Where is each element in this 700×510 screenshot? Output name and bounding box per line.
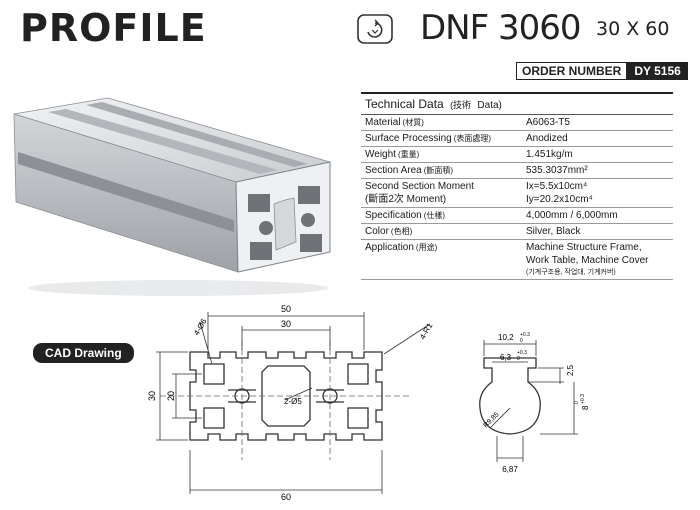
row-value: Machine Structure Frame, xyxy=(526,242,642,253)
row-key: Section Area xyxy=(365,165,422,176)
row-key-native: (仕樣) xyxy=(423,211,446,220)
table-row: Color(色相) Silver, Black xyxy=(361,224,673,240)
table-row: Surface Processing(表面處理) Anodized xyxy=(361,131,673,147)
technical-data-title-ko: (技術 xyxy=(450,100,472,110)
row-value: Ix=5.5x10cm⁴ xyxy=(526,181,588,192)
row-key: Color xyxy=(365,226,389,237)
dim-20: 20 xyxy=(166,391,176,401)
technical-data-title: Technical Data xyxy=(365,97,444,111)
row-value-2: Iy=20.2x10cm⁴ xyxy=(526,194,593,205)
row-value-note: (기계구조용, 작업대, 기계커버) xyxy=(526,269,616,276)
slot-depth-tol2: 0 xyxy=(574,401,580,404)
center-hole-callout: 2-Ø5 xyxy=(284,397,302,406)
order-number-label: ORDER NUMBER xyxy=(516,62,628,80)
slot-depth-tol: +0.3 xyxy=(580,394,586,404)
row-key-native: (表面處理) xyxy=(453,134,492,143)
profile-3d-illustration xyxy=(13,97,331,296)
table-row: Specification(仕樣) 4,000mm / 6,000mm xyxy=(361,208,673,224)
dim-50: 50 xyxy=(281,304,291,314)
slot-width-bottom: 6,87 xyxy=(502,465,518,474)
row-value: Silver, Black xyxy=(526,226,581,237)
row-key-native: (材質) xyxy=(402,118,424,127)
slot-width-top-tol2: 0 xyxy=(520,338,523,344)
dim-60: 60 xyxy=(281,492,291,502)
cad-drawing: 50 30 60 30 20 4-Ø6 4-R1 2-Ø5 xyxy=(147,304,435,502)
technical-data-title-en: Data) xyxy=(477,100,502,111)
slot-depth: 8 xyxy=(581,405,590,410)
row-value-2: Work Table, Machine Cover xyxy=(526,255,649,266)
row-key-native: (用途) xyxy=(415,243,438,252)
model-size: 30 X 60 xyxy=(596,18,670,40)
radius-callout: 4-R1 xyxy=(418,321,435,341)
table-row: Second Section Moment (斷面2次 Moment) Ix=5.… xyxy=(361,179,673,208)
technical-data-header: Technical Data (技術 Data) xyxy=(361,94,673,115)
row-key-native: (斷面積) xyxy=(423,166,454,175)
row-value: 1.451kg/m xyxy=(526,149,573,160)
order-number-box: ORDER NUMBER DY 5156 xyxy=(516,62,688,80)
row-value: A6063-T5 xyxy=(526,117,570,128)
row-key: Application xyxy=(365,242,414,253)
row-key: Material xyxy=(365,117,401,128)
slot-width-top-tol: +0.3 xyxy=(520,332,530,338)
dim-30-top: 30 xyxy=(281,319,291,329)
row-key: Second Section Moment xyxy=(365,181,474,192)
order-number-value: DY 5156 xyxy=(627,62,688,80)
row-value: 535.3037mm² xyxy=(526,165,588,176)
hole-callout: 4-Ø6 xyxy=(192,317,209,337)
model-number: DNF 3060 xyxy=(420,8,582,48)
table-row: Weight(重量) 1.451kg/m xyxy=(361,147,673,163)
dim-30-side: 30 xyxy=(147,391,157,401)
slot-width-top: 10,2 xyxy=(498,333,514,342)
slot-width-mid-tol2: 0 xyxy=(517,356,520,362)
row-key: Specification xyxy=(365,210,422,221)
row-value: 4,000mm / 6,000mm xyxy=(526,210,618,221)
row-value: Anodized xyxy=(526,133,568,144)
table-row: Section Area(斷面積) 535.3037mm² xyxy=(361,163,673,179)
row-key: Weight xyxy=(365,149,396,160)
table-row: Material(材質) A6063-T5 xyxy=(361,115,673,131)
technical-data-table: Technical Data (技術 Data) Material(材質) A6… xyxy=(361,92,673,280)
row-key-native: (色相) xyxy=(390,227,413,236)
rotate-profile-icon xyxy=(357,14,393,44)
row-key-native: (重量) xyxy=(397,150,420,159)
slot-detail-drawing: 10,2 +0.3 0 6,3 +0.3 0 2,5 8 +0.3 0 R9,8… xyxy=(479,332,590,474)
slot-width-mid-tol: +0.3 xyxy=(517,350,527,356)
table-row: Application(用途) Machine Structure Frame,… xyxy=(361,240,673,280)
page-title: PROFILE xyxy=(20,6,207,50)
row-key-native: (斷面2次 Moment) xyxy=(365,194,447,205)
cad-drawing-badge: CAD Drawing xyxy=(33,343,134,363)
slot-width-mid: 6,3 xyxy=(500,353,512,362)
row-key: Surface Processing xyxy=(365,133,452,144)
slot-lip-height: 2,5 xyxy=(566,364,575,376)
